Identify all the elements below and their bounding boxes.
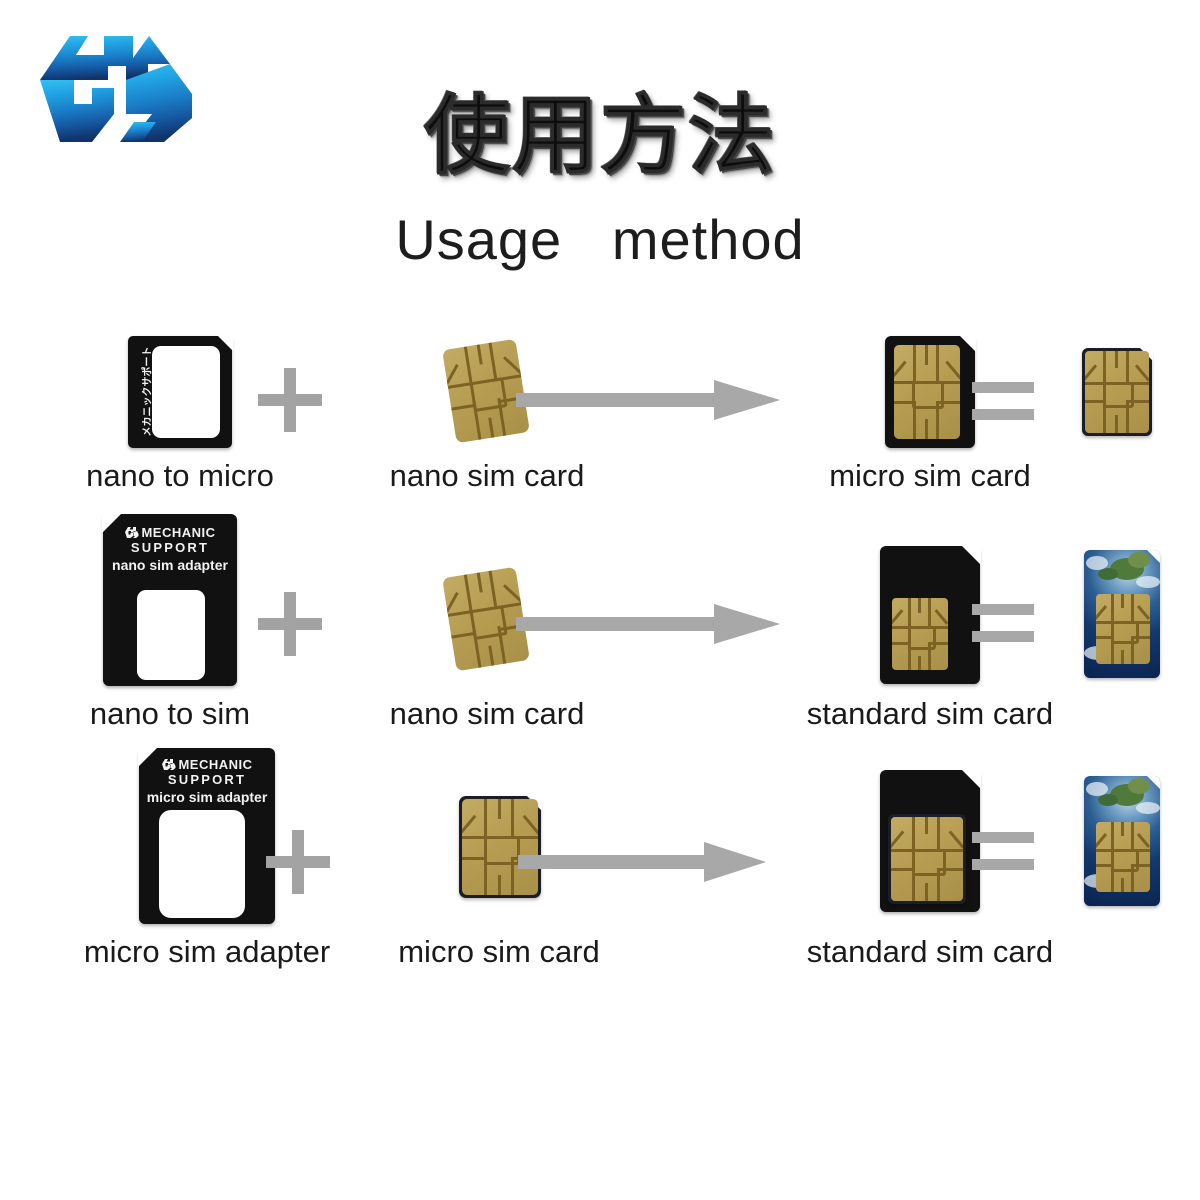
- result-cell-standard-sim-row2: standard sim card: [790, 514, 1070, 732]
- brand-mark-icon: [161, 758, 176, 773]
- adapter-subtitle-micro-sim: micro sim adapter: [146, 788, 268, 805]
- result-caption-standard-sim-row3: standard sim card: [806, 934, 1054, 969]
- brand-mark-icon: [124, 526, 139, 541]
- card-caption-nano-sim-row1: nano sim card: [389, 458, 585, 493]
- equals-bar-bottom: [972, 631, 1034, 642]
- arrow-icon-row3: [518, 840, 766, 884]
- card-caption-nano-sim-row2: nano sim card: [389, 696, 585, 731]
- adapter-micro-sim: MECHANIC SUPPORT micro sim adapter: [138, 747, 275, 924]
- adapter-vertical-text: メカニックサポート: [142, 346, 154, 437]
- equals-bar-bottom: [972, 859, 1034, 870]
- brand-name-line2: SUPPORT: [130, 540, 210, 556]
- standard-sim-card-earth-row2: [1074, 514, 1166, 686]
- page-title-japanese: 使用方法: [424, 86, 776, 186]
- final-cell-standard-sim-row2: [1060, 514, 1180, 696]
- card-cell-micro-sim-row3: micro sim card: [378, 748, 620, 970]
- result-caption-standard-sim-row2: standard sim card: [806, 696, 1054, 731]
- equals-bar-bottom: [972, 409, 1034, 420]
- brand-name-line2: SUPPORT: [167, 772, 247, 788]
- equals-bar-top: [972, 382, 1034, 393]
- micro-sim-card-final-row1: [1077, 336, 1157, 448]
- arrow-icon-row2: [516, 602, 780, 646]
- usage-row-micro-to-sim: MECHANIC SUPPORT micro sim adapter micro…: [0, 747, 1200, 980]
- usage-row-nano-to-sim: MECHANIC SUPPORT nano sim adapter nano t…: [0, 513, 1200, 746]
- standard-sim-card-earth-row3: [1074, 748, 1166, 924]
- adapter-cell-micro-sim-adapter: MECHANIC SUPPORT micro sim adapter micro…: [62, 747, 352, 970]
- result-cell-micro-sim-row1: micro sim card: [800, 335, 1060, 494]
- equals-bar-top: [972, 832, 1034, 843]
- brand-name-line1: MECHANIC: [141, 525, 216, 541]
- adapter-caption-nano-to-sim: nano to sim: [89, 696, 251, 731]
- adapter-cell-nano-to-micro: メカニックサポート nano to micro: [60, 335, 300, 494]
- adapter-nano-to-sim: MECHANIC SUPPORT nano sim adapter: [102, 513, 237, 686]
- usage-row-nano-to-micro: メカニックサポート nano to micro: [0, 335, 1200, 512]
- standard-sim-card-in-adapter-row2: [880, 514, 981, 686]
- adapter-cell-nano-to-sim: MECHANIC SUPPORT nano sim adapter nano t…: [60, 513, 280, 732]
- arrow-icon-row1: [516, 378, 780, 422]
- card-cell-nano-sim-row1: nano sim card: [372, 336, 602, 494]
- adapter-caption-micro-sim: micro sim adapter: [83, 934, 331, 969]
- micro-sim-card-in-adapter-row1: [885, 335, 976, 448]
- plus-icon-row3: [266, 830, 330, 894]
- final-cell-micro-sim-row1: [1062, 336, 1172, 458]
- page-title-english: Usage method: [395, 208, 805, 271]
- equals-icon-row1: [972, 380, 1034, 422]
- nano-sim-card-row2: [442, 514, 531, 686]
- adapter-nano-to-micro: メカニックサポート: [128, 335, 233, 448]
- brand-name-line1: MECHANIC: [178, 757, 253, 773]
- result-cell-standard-sim-row3: standard sim card: [790, 748, 1070, 970]
- adapter-brandblock-micro-sim: MECHANIC SUPPORT micro sim adapter: [139, 758, 275, 804]
- mechanic-support-logo: [30, 18, 202, 160]
- plus-icon-row2: [258, 592, 322, 656]
- standard-sim-card-in-adapter-row3: [880, 748, 981, 924]
- card-caption-micro-sim-row3: micro sim card: [398, 934, 600, 969]
- result-caption-micro-sim-row1: micro sim card: [829, 458, 1031, 493]
- final-cell-standard-sim-row3: [1060, 748, 1180, 934]
- adapter-caption-nano-to-micro: nano to micro: [86, 458, 274, 493]
- adapter-subtitle-nano-to-sim: nano sim adapter: [112, 556, 228, 573]
- equals-icon-row2: [972, 602, 1034, 644]
- equals-icon-row3: [972, 830, 1034, 872]
- card-cell-nano-sim-row2: nano sim card: [372, 514, 602, 732]
- equals-bar-top: [972, 604, 1034, 615]
- micro-sim-card-row3: [455, 748, 543, 924]
- adapter-brandblock-nano-to-sim: MECHANIC SUPPORT nano sim adapter: [103, 526, 237, 572]
- plus-icon-row1: [258, 368, 322, 432]
